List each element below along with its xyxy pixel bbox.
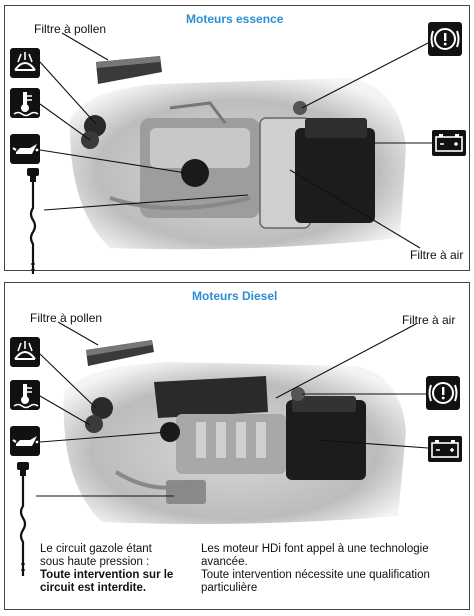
petrol-engine-illustration (69, 78, 406, 250)
diesel-section-title: Moteurs Diesel (192, 289, 278, 303)
note-right-line-2: avancée. (201, 556, 248, 568)
note-left-bold-1: Toute intervention sur le (40, 569, 174, 581)
diesel-coolant-temperature-icon (10, 380, 40, 410)
oil-can-icon (10, 134, 40, 164)
windscreen-washer-icon (10, 48, 40, 78)
petrol-pollen-filter-label: Filtre à pollen (34, 22, 107, 36)
note-left-bold-2: circuit est interdite. (40, 582, 147, 594)
diesel-oil-dipstick-icon (17, 462, 29, 576)
note-right-line-3: Toute intervention nécessite une qualifi… (201, 569, 430, 581)
note-right-line-4: particulière (201, 582, 258, 594)
diesel-battery-icon (428, 436, 462, 462)
diesel-air-filter-label: Filtre à air (402, 313, 456, 327)
diesel-windscreen-washer-icon (10, 337, 40, 367)
petrol-pollen-filter-strip (96, 56, 162, 84)
note-right-line-1: Les moteur HDi font appel à une technolo… (201, 543, 429, 555)
diesel-brake-warning-icon (426, 376, 460, 410)
petrol-oil-dipstick-icon (27, 168, 39, 274)
note-left-line-2: sous haute pression : (40, 556, 150, 568)
diesel-warning-note: Le circuit gazole étant sous haute press… (40, 543, 173, 595)
diesel-oil-can-icon (10, 426, 40, 456)
diesel-pollen-filter-label: Filtre à pollen (30, 311, 103, 325)
coolant-temperature-icon (10, 88, 40, 118)
battery-icon (432, 130, 466, 156)
petrol-section-title: Moteurs essence (186, 12, 284, 26)
brake-warning-icon (428, 22, 462, 56)
petrol-air-filter-label: Filtre à air (410, 248, 464, 262)
note-left-line-1: Le circuit gazole étant (40, 543, 152, 555)
diesel-pollen-filter-strip (86, 340, 154, 366)
hdi-technology-note: Les moteur HDi font appel à une technolo… (201, 543, 430, 595)
diesel-engine-illustration (63, 362, 407, 524)
